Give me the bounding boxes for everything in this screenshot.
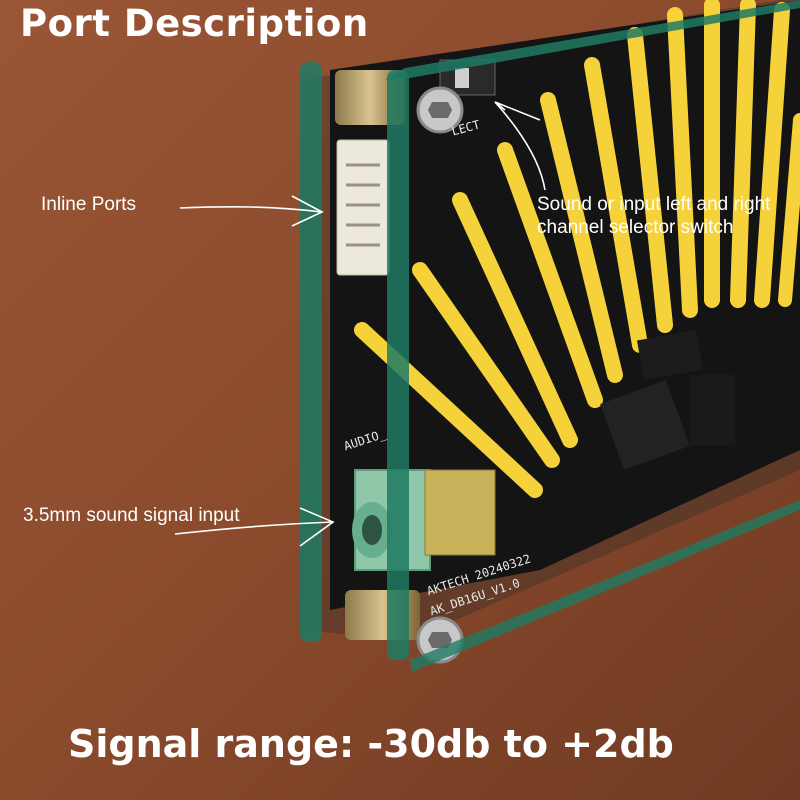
led-bar <box>584 57 648 353</box>
led-bar <box>754 2 790 308</box>
inline-port-connector <box>336 139 390 276</box>
inline-ports-pointer <box>179 206 323 213</box>
led-bars <box>354 0 800 498</box>
led-bar <box>667 7 698 318</box>
ic-chip <box>600 380 690 470</box>
switch-knob <box>455 68 469 88</box>
audio-jack-hole <box>362 515 382 545</box>
signal-range-caption: Signal range: -30db to +2db <box>68 722 674 766</box>
switch-pointer <box>494 101 546 191</box>
led-bar <box>730 0 756 308</box>
ic-chip <box>636 330 704 380</box>
led-bar <box>497 142 603 408</box>
ir-receiver <box>690 375 735 445</box>
led-bar <box>412 262 560 468</box>
led-bar <box>627 27 673 333</box>
led-bar <box>452 192 578 448</box>
audio-input-pointer <box>174 521 334 535</box>
channel-switch-label: Sound or input left and right channel se… <box>537 194 771 238</box>
page-title: Port Description <box>20 2 369 45</box>
led-bar <box>778 113 800 307</box>
led-bar <box>540 92 623 383</box>
solder-pads <box>424 469 496 556</box>
inline-ports-label: Inline Ports <box>41 194 137 215</box>
back-acrylic-edge <box>300 62 322 642</box>
annotation-pointers <box>174 101 546 547</box>
front-acrylic-edge <box>387 70 409 660</box>
audio-input-label: 3.5mm sound signal input <box>23 505 240 526</box>
